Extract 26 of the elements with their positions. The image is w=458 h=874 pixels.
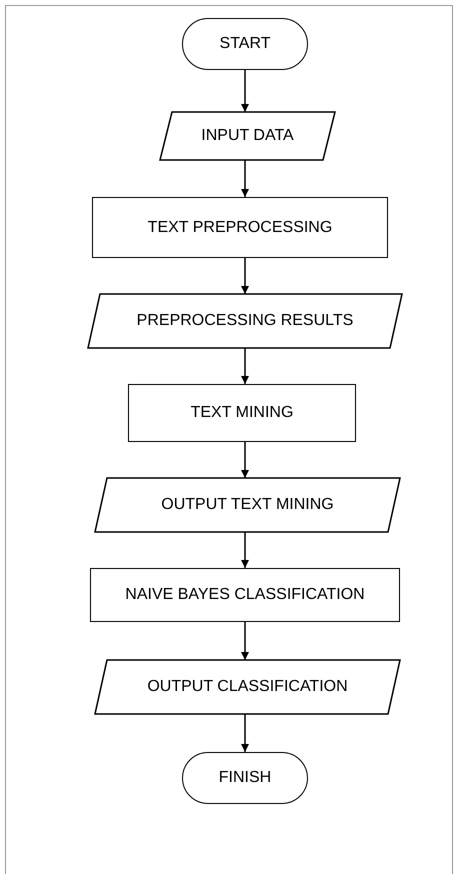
arrow <box>241 442 249 478</box>
data-parallelogram <box>160 112 335 160</box>
terminator <box>182 18 308 70</box>
process-box <box>90 568 400 622</box>
node-label: INPUT DATA <box>201 127 294 145</box>
data-parallelogram <box>95 478 400 532</box>
node-label: TEXT PREPROCESSING <box>148 218 332 236</box>
node-label: FINISH <box>218 769 272 787</box>
node-label: TEXT MINING <box>190 404 294 422</box>
process-box <box>92 197 388 258</box>
arrow <box>241 714 249 752</box>
node-label: START <box>220 35 270 53</box>
terminator <box>182 752 308 804</box>
data-parallelogram <box>88 294 402 348</box>
node-label: PREPROCESSING RESULTS <box>136 312 354 330</box>
arrow <box>241 258 249 294</box>
process-box <box>128 384 356 442</box>
node-label: OUTPUT TEXT MINING <box>161 496 334 514</box>
arrow <box>241 348 249 384</box>
node-label: NAIVE BAYES CLASSIFICATION <box>125 586 365 604</box>
arrow <box>241 70 249 112</box>
arrow <box>241 160 249 197</box>
data-parallelogram <box>95 660 400 714</box>
arrow <box>241 622 249 660</box>
node-label: OUTPUT CLASSIFICATION <box>147 678 348 696</box>
arrow <box>241 532 249 568</box>
